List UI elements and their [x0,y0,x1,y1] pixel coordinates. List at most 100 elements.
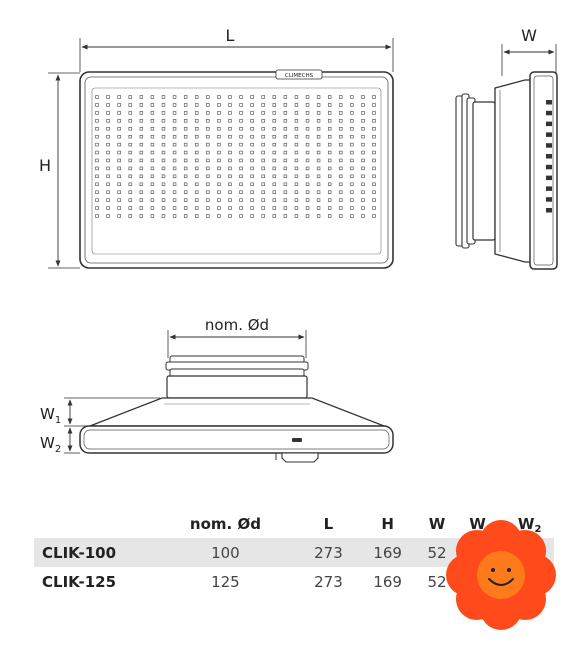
grille-hole [183,198,188,202]
grille-hole [361,142,365,147]
grille-hole [206,182,210,186]
grille-hole [106,174,110,179]
grille-hole [250,95,254,99]
grille-hole [327,111,332,115]
grille-hole [161,214,166,218]
smiley-flower-icon [446,520,556,630]
grille-hole [261,95,265,99]
grille-hole [128,119,132,123]
grille-hole [361,158,365,163]
grille-hole [195,142,199,147]
grille-hole [206,174,210,179]
grille-hole [372,158,376,163]
grille-hole [161,174,166,179]
grille-hole [228,174,232,179]
grille-hole [161,198,166,202]
grille-hole [150,142,155,147]
grille-hole [361,103,365,107]
grille-hole [117,190,121,194]
grille-hole [172,95,177,99]
grille-hole [117,134,121,139]
header-h: H [381,515,394,533]
grille-hole [372,198,376,202]
grille-hole [350,166,354,171]
grille-hole [294,142,299,147]
cell-nom-d: 125 [211,572,240,591]
grille-hole [350,198,354,202]
grille-hole [305,214,310,218]
header-w2: W2 [517,515,542,535]
grille-hole [294,158,299,163]
svg-text:W1: W1 [40,405,61,426]
grille-hole [294,174,299,179]
side-collar [472,101,496,241]
grille-hole [150,111,155,115]
grille-hole [183,119,188,123]
grille-hole [95,103,99,107]
grille-hole [228,134,232,139]
grille-hole [316,198,321,202]
cell-h: 169 [358,538,418,567]
grille-hole [139,111,144,115]
grille-hole [106,103,110,107]
side-view: W [455,26,558,270]
grille-hole [339,214,343,218]
grille-hole [305,95,310,99]
grille-hole [250,174,254,179]
grille-hole [350,214,354,218]
grille-hole [183,158,188,163]
grille-hole [294,111,299,115]
grille-hole [206,103,210,107]
dimension-w1: W1 [40,397,160,427]
grille-hole [305,174,310,179]
grille-hole [239,103,243,107]
grille-hole [106,158,110,163]
grille-hole [117,111,121,115]
label-width: W [521,26,537,45]
grille-hole [361,198,365,202]
grille-hole [339,190,343,194]
grille-hole [305,166,310,171]
grille-hole [339,119,343,123]
grille-hole [183,190,188,194]
grille-hole [228,206,232,210]
grille-hole [128,190,132,194]
grille-hole [239,127,243,131]
side-housing [494,79,534,263]
grille-hole [372,142,376,147]
grille-hole [327,127,332,131]
grille-hole [272,127,276,131]
grille-hole [139,166,144,171]
grille-hole [316,134,321,139]
grille-hole [150,119,155,123]
grille-hole [161,206,166,210]
grille-hole [327,95,332,99]
grille-hole [272,158,276,163]
grille-hole [139,127,144,131]
grille-hole [316,127,321,131]
grille-hole [128,182,132,186]
grille-hole [161,134,166,139]
grille-hole [95,182,99,186]
grille-hole [172,198,177,202]
front-frame-inner [84,76,389,264]
grille-hole [183,111,188,115]
grille-hole [139,150,144,155]
grille-hole [350,95,354,99]
grille-hole [327,134,332,139]
grille-hole [128,134,132,139]
grille-hole [339,111,343,115]
grille-hole [183,166,188,171]
model-name: CLIK-125 [42,572,117,591]
dimension-width: W [501,26,557,76]
grille-hole [128,95,132,99]
grille-hole [172,111,177,115]
grille-hole [250,134,254,139]
grille-hole [239,166,243,171]
grille-hole [305,119,310,123]
grille-hole [183,150,188,155]
grille-hole [95,142,99,147]
grille-hole [250,127,254,131]
grille-hole [283,190,288,194]
